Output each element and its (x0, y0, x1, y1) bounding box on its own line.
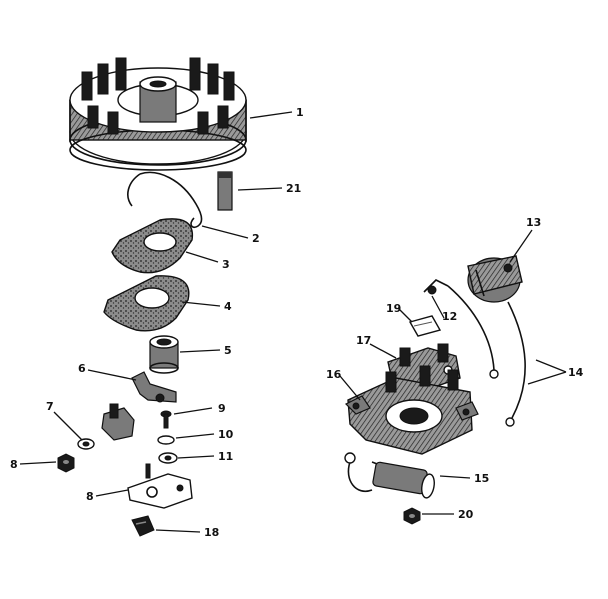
coil-clip (423, 279, 449, 295)
coil-leads (447, 285, 526, 427)
callout-14: 14 (568, 366, 584, 379)
callout-9: 9 (218, 402, 226, 415)
flywheel (69, 57, 247, 171)
breaker-cover (111, 218, 194, 274)
callout-6: 6 (78, 362, 86, 375)
callout-8b: 8 (86, 490, 94, 503)
callout-17: 17 (356, 334, 371, 347)
screw-9 (160, 410, 172, 429)
callout-15: 15 (474, 472, 489, 485)
spring-clip (127, 171, 203, 229)
hex-nut-right (403, 507, 421, 525)
callout-1: 1 (296, 106, 304, 119)
callout-3: 3 (222, 258, 230, 271)
callout-5: 5 (224, 344, 232, 357)
hex-nut-left (57, 453, 75, 473)
stator-base (344, 365, 479, 455)
callout-20: 20 (458, 508, 474, 521)
shim-plate (408, 315, 442, 337)
bushing (149, 335, 179, 374)
callout-19: 19 (386, 302, 401, 315)
breaker-arm (131, 371, 177, 403)
retaining-clip (131, 515, 155, 537)
ignition-coil (467, 255, 523, 303)
callout-8a: 8 (10, 458, 18, 471)
mounting-plate (127, 463, 193, 509)
callout-21: 21 (286, 182, 301, 195)
cover-gasket (103, 275, 190, 332)
callouts: 1 21 2 3 4 5 6 7 8 9 10 11 8 18 13 12 19… (10, 106, 584, 539)
leader-lines (19, 111, 567, 533)
callout-11: 11 (218, 450, 233, 463)
callout-2: 2 (252, 232, 260, 245)
washer-7-hole (82, 441, 90, 447)
contact-bracket (101, 403, 135, 441)
washer-11-hole (164, 455, 172, 461)
callout-13: 13 (526, 216, 541, 229)
callout-16: 16 (326, 368, 342, 381)
callout-7: 7 (46, 400, 54, 413)
flywheel-fins (81, 57, 235, 135)
condenser (344, 452, 435, 499)
callout-10: 10 (218, 428, 234, 441)
callout-4: 4 (224, 300, 232, 313)
flywheel-key (217, 171, 233, 211)
callout-18: 18 (204, 526, 219, 539)
callout-12: 12 (442, 310, 457, 323)
washer-10 (157, 435, 175, 445)
